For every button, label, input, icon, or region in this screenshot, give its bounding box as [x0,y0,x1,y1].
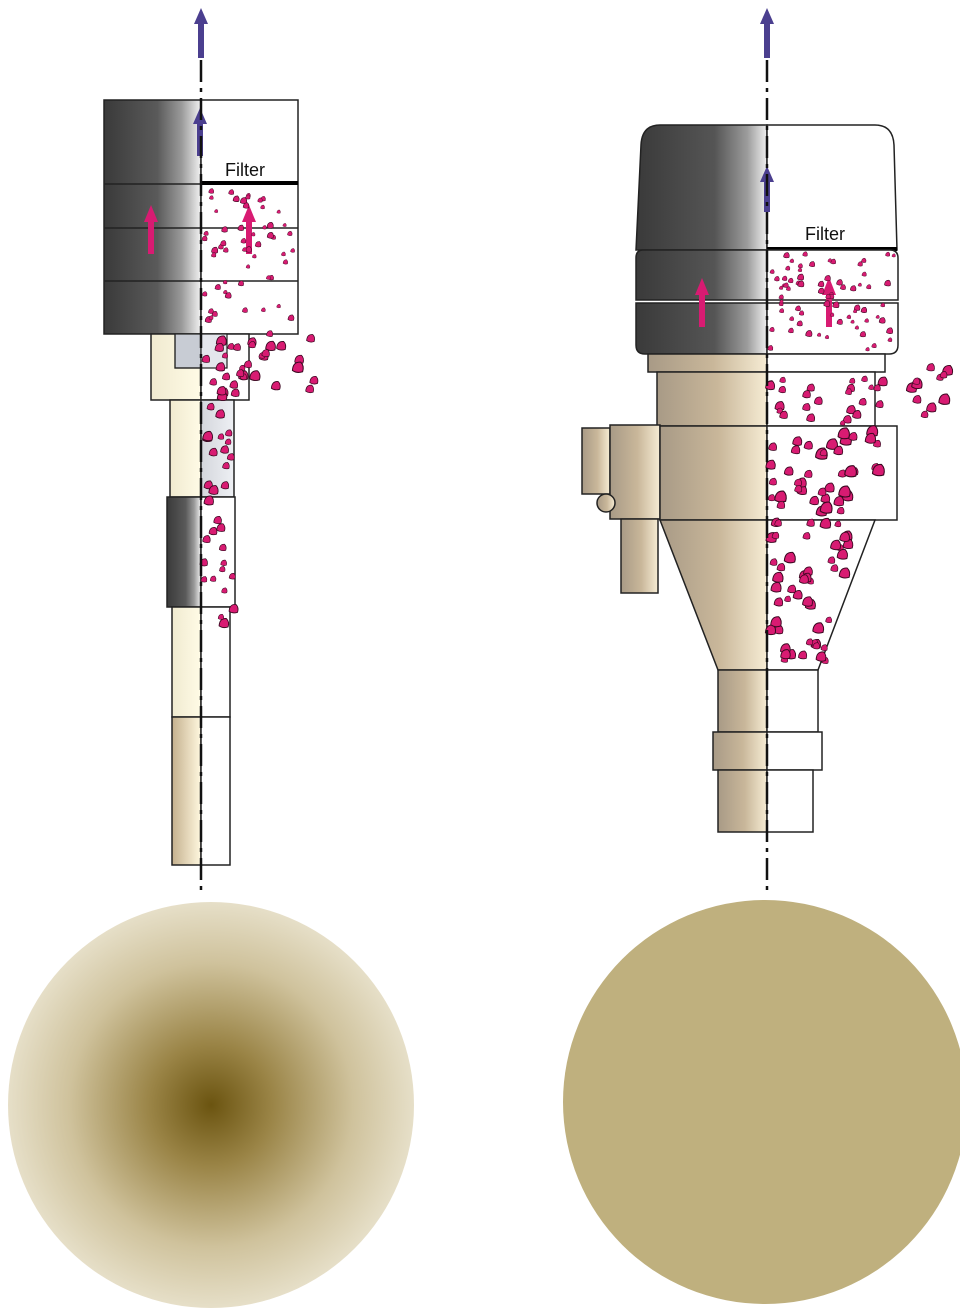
particle-icon [824,301,830,307]
particle-icon [262,350,270,357]
particle-icon [277,341,286,350]
particle-icon [306,385,314,393]
particle-icon [913,395,921,403]
right-sample-spot [563,900,960,1304]
left-filter-label: Filter [225,160,265,180]
right-exhaust-arrow-icon [760,8,774,58]
particle-icon [927,364,935,371]
particle-icon [271,381,280,389]
particle-icon [921,411,928,418]
particle-icon [310,376,318,384]
particle-icon [878,377,887,386]
particle-icon [940,371,947,378]
right-side-inlet [582,425,660,593]
right-sampler: Filter [563,8,960,1304]
right-filter-label: Filter [805,224,845,244]
particle-icon [250,371,260,381]
left-sampler: Filter [8,8,414,1308]
left-exhaust-arrow-icon [194,8,208,58]
particle-icon [876,401,883,408]
particle-icon [927,403,936,412]
particle-icon [913,378,920,384]
left-sample-spot [8,902,414,1308]
particle-icon [939,394,950,404]
particle-icon [307,334,315,342]
particle-icon [292,362,303,372]
